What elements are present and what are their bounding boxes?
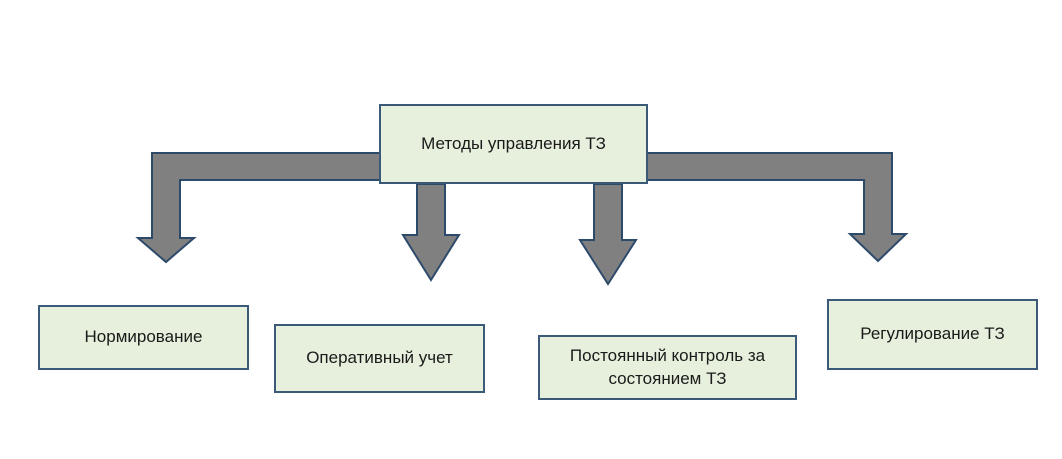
node-label: Постоянный контроль за состоянием ТЗ <box>569 345 766 388</box>
node-normirovanie: Нормирование <box>38 305 249 370</box>
node-operativny-uchet: Оперативный учет <box>274 324 485 393</box>
arrow-to-post <box>578 183 638 286</box>
node-regulirovanie: Регулирование ТЗ <box>827 299 1038 370</box>
root-node-methods: Методы управления ТЗ <box>379 104 648 184</box>
node-label: Регулирование ТЗ <box>860 324 1005 344</box>
arrow-to-oper <box>401 183 461 282</box>
arrow-to-norm <box>135 152 381 264</box>
node-postoyanny-kontrol: Постоянный контроль за состоянием ТЗ <box>538 335 797 400</box>
arrow-to-reg <box>646 152 909 263</box>
node-label: Оперативный учет <box>306 348 453 368</box>
root-node-label: Методы управления ТЗ <box>421 133 606 153</box>
node-label: Нормирование <box>84 327 203 347</box>
